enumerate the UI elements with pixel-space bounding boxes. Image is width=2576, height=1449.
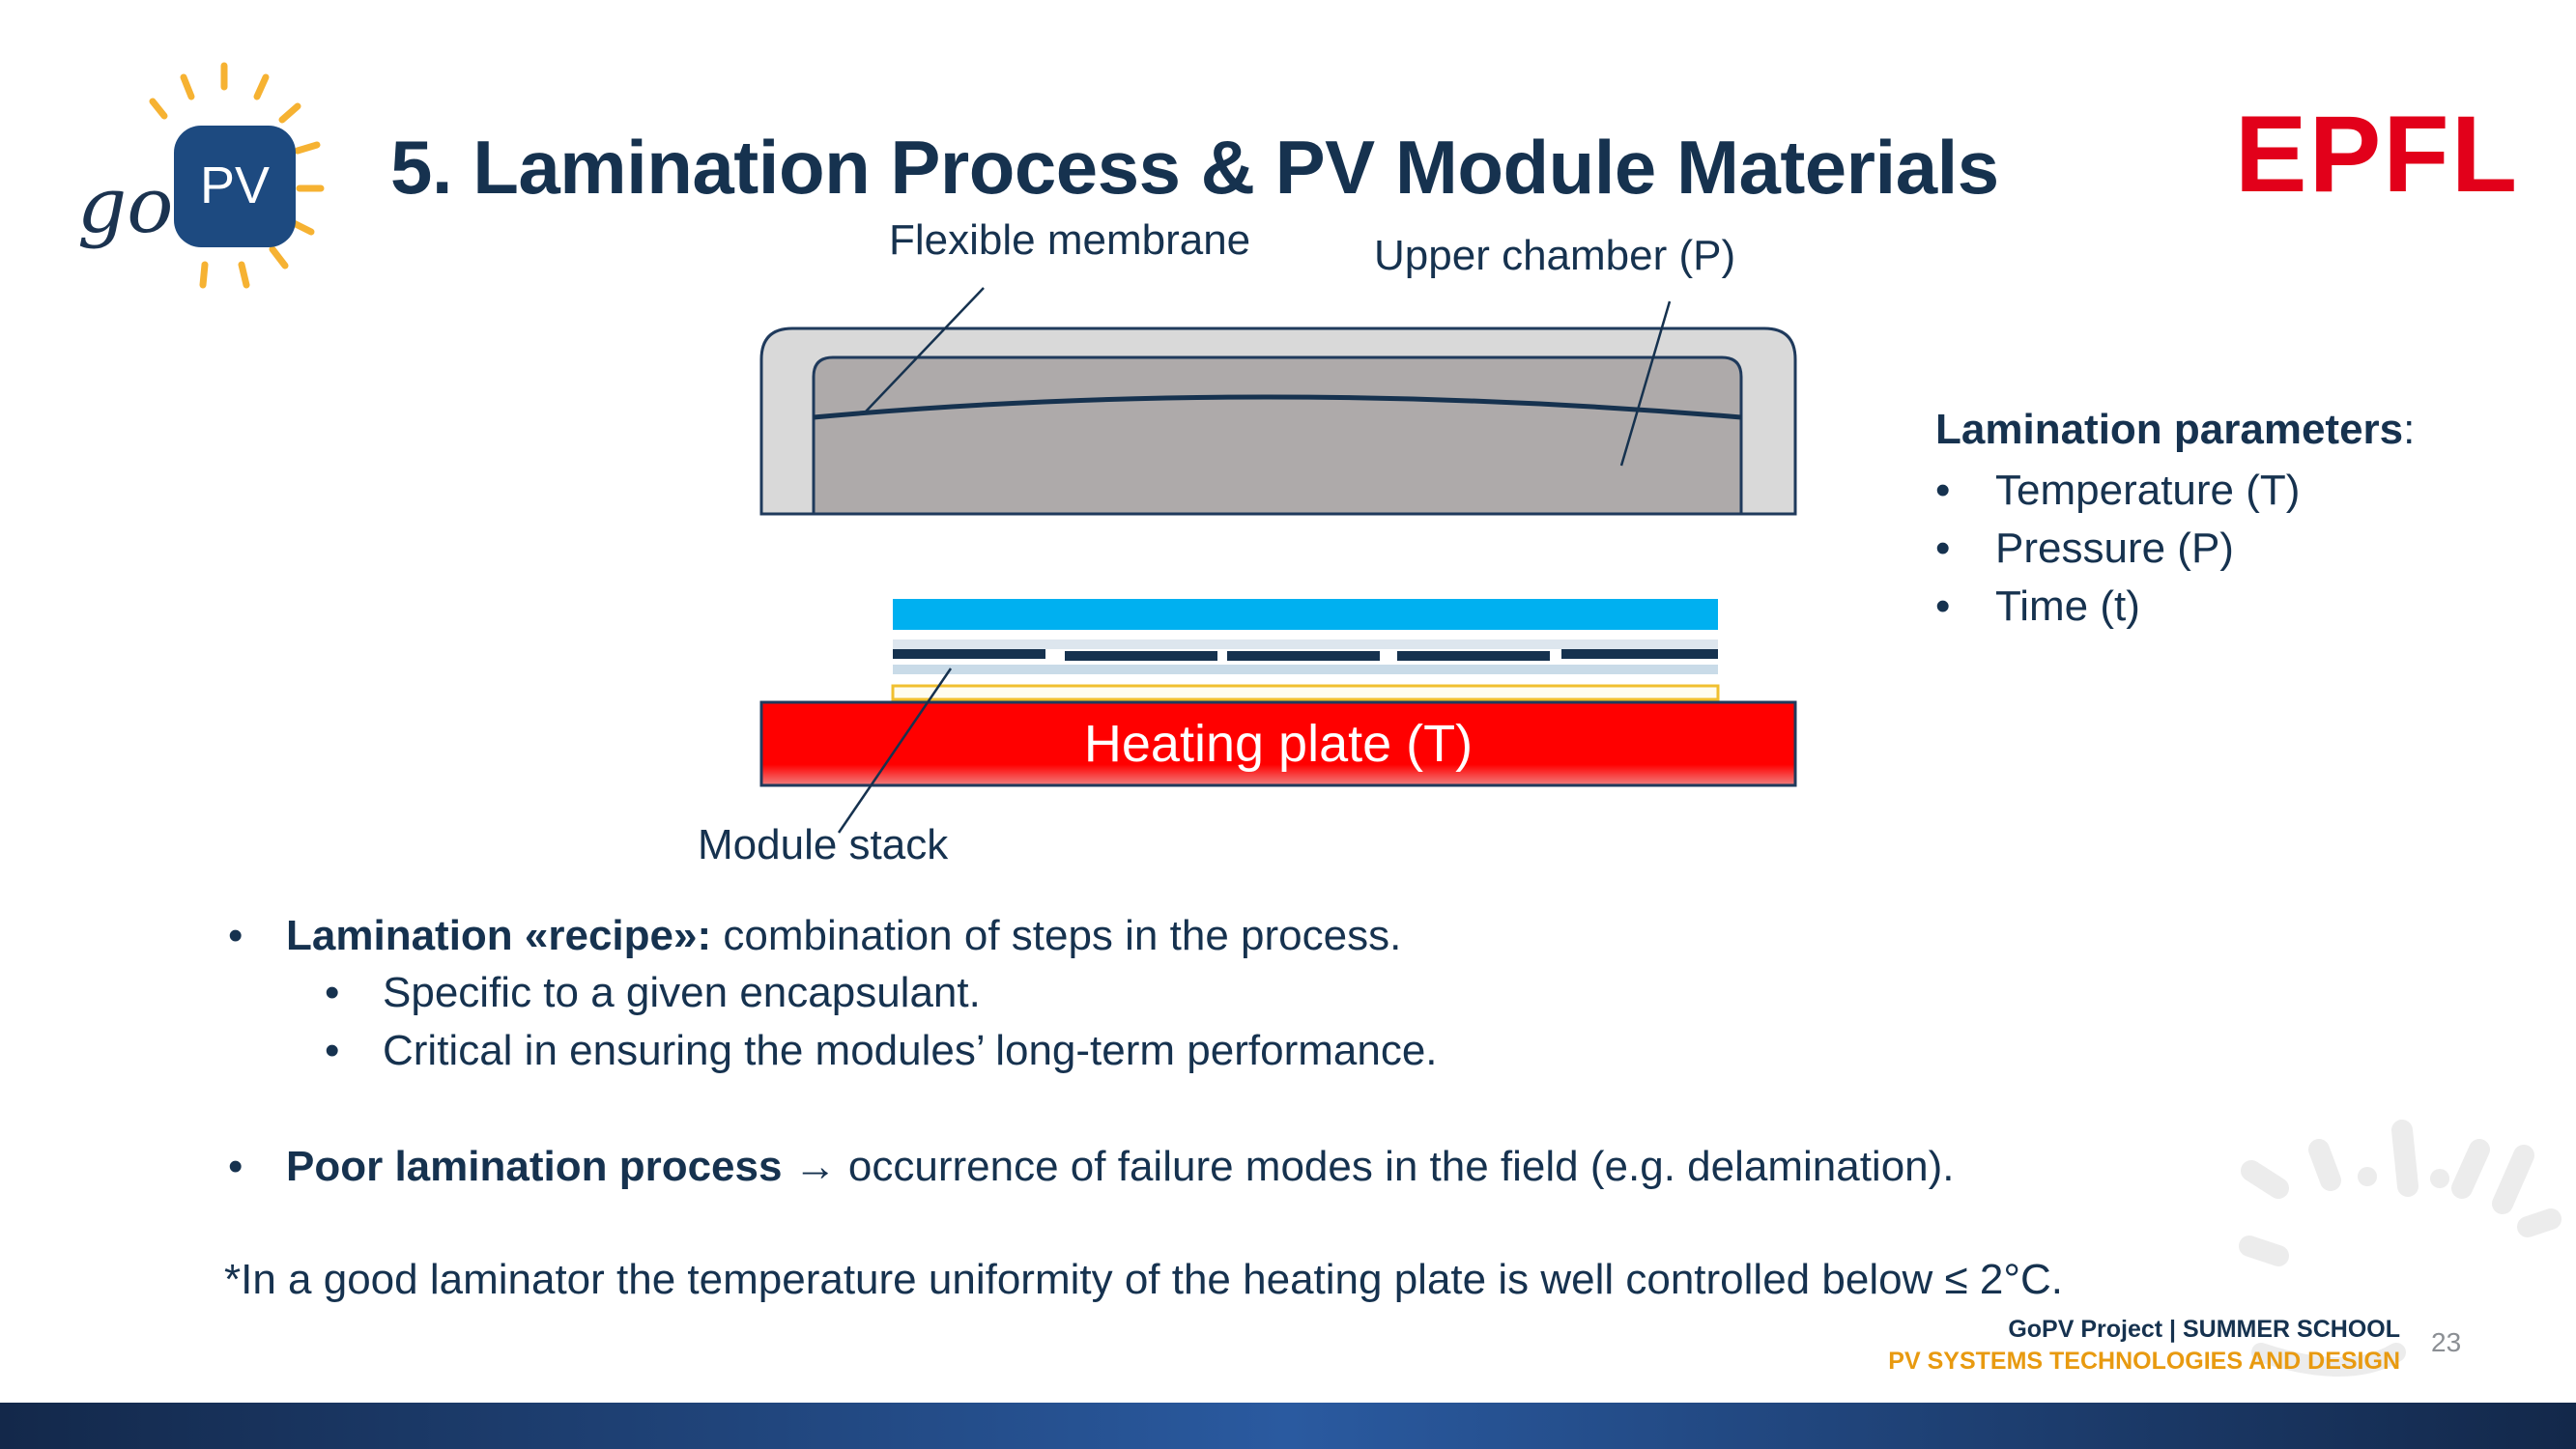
laminator-diagram: Heating plate (T) [759,287,1797,834]
footer-project: GoPV Project | SUMMER SCHOOL [2008,1316,2400,1343]
list-item: Temperature (T) [1935,462,2415,520]
label-module-stack: Module stack [698,821,949,868]
chamber-leader [1619,300,1672,467]
page-number: 23 [2431,1327,2462,1357]
cell [1561,649,1718,659]
parameters-list: Temperature (T) Pressure (P) Time (t) [1935,462,2415,636]
footer-course: PV SYSTEMS TECHNOLOGIES AND DESIGN [1888,1348,2400,1375]
bullet-sub-encapsulant: •Specific to a given encapsulant. [325,969,981,1016]
bullet-recipe: •Lamination «recipe»: combination of ste… [228,912,1402,959]
bottom-bar [0,1403,2576,1449]
label-flexible-membrane: Flexible membrane [889,216,1251,264]
encapsulant-top [893,639,1718,649]
svg-text:EPFL: EPFL [2235,108,2519,201]
list-item: Time (t) [1935,578,2415,636]
cell [1397,651,1550,661]
gopv-logo: PV go [77,62,325,289]
backsheet [891,684,1720,701]
heating-plate [759,700,1797,787]
parameters-title: Lamination parameters [1935,406,2404,453]
cell [893,649,1045,659]
lamination-parameters: Lamination parameters: Temperature (T) P… [1935,406,2415,636]
svg-text:go: go [77,160,173,250]
flexible-membrane [813,394,1742,420]
cell [1065,651,1217,661]
svg-text:PV: PV [200,156,270,214]
bullet-sub-performance: •Critical in ensuring the modules’ long-… [325,1027,1438,1074]
glass-layer [893,599,1718,630]
heating-plate-label: Heating plate (T) [1084,715,1473,773]
slide-title: 5. Lamination Process & PV Module Materi… [390,125,1999,210]
encapsulant-bottom [893,665,1718,674]
epfl-logo: EPFL [2235,108,2519,201]
footnote: *In a good laminator the temperature uni… [224,1256,2063,1303]
upper-chamber [812,355,1743,516]
sun-decoration-icon [2239,1120,2562,1377]
cell [1227,651,1380,661]
label-upper-chamber: Upper chamber (P) [1374,232,1736,279]
bullet-poor-lamination: •Poor lamination process → occurrence of… [228,1143,1955,1190]
footer-text: GoPV Project | SUMMER SCHOOL PV SYSTEMS … [1888,1314,2400,1378]
list-item: Pressure (P) [1935,520,2415,578]
membrane-leader [865,287,985,412]
stack-leader [837,668,953,834]
